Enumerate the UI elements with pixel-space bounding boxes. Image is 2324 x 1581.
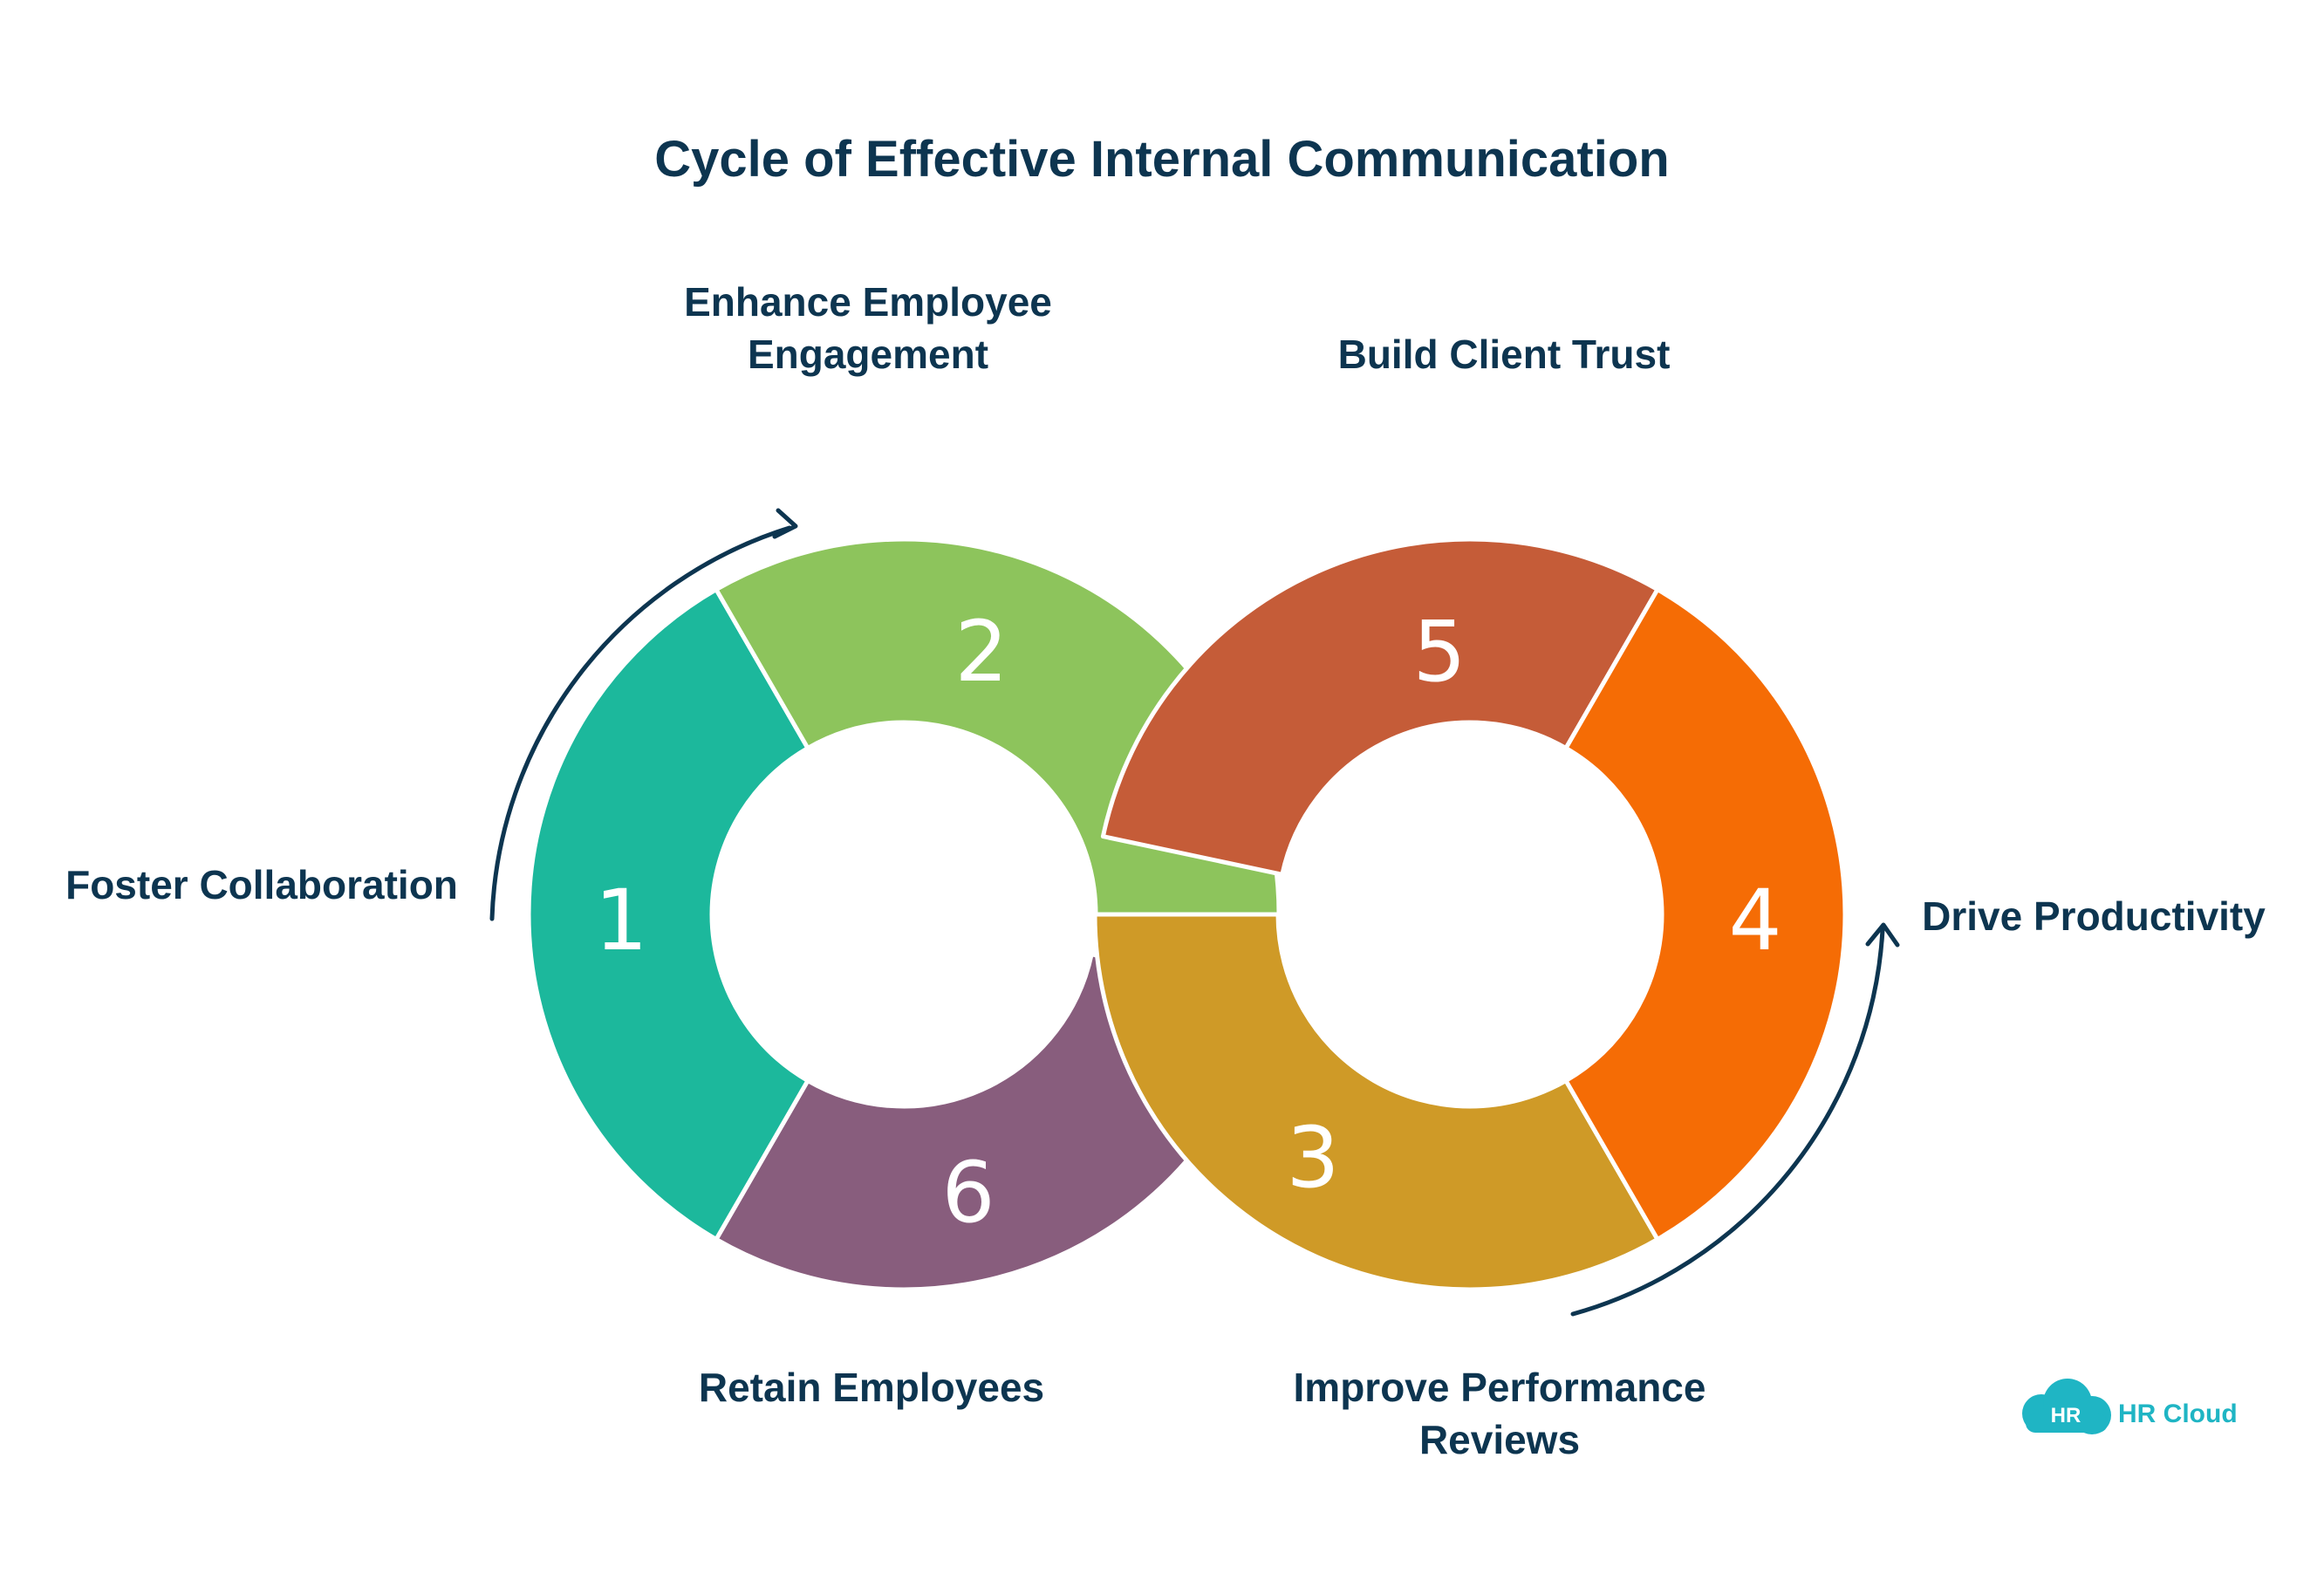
segment-5 [1100, 537, 1660, 877]
step-label-3-line1: Improve Performance [1294, 1365, 1706, 1410]
step-label-2-line1: Enhance Employee [684, 279, 1052, 325]
logo-text: HR Cloud [2118, 1400, 2238, 1428]
step-number-2: 2 [954, 603, 1008, 701]
segment-4 [1563, 587, 1848, 1242]
curved-arrow-icon [1570, 922, 1900, 1317]
segment-1 [526, 587, 810, 1242]
step-number-3: 3 [1286, 1109, 1339, 1207]
step-label-4: Drive Productivity [1922, 893, 2266, 939]
step-number-6: 6 [941, 1144, 995, 1242]
step-label-2-line2: Engagement [748, 332, 988, 377]
step-number-5: 5 [1412, 603, 1466, 701]
curved-arrow-icon [489, 508, 798, 921]
step-label-6: Retain Employees [699, 1365, 1044, 1410]
step-number-1: 1 [594, 872, 647, 969]
step-number-4: 4 [1728, 872, 1781, 969]
step-label-3-line2: Reviews [1419, 1417, 1580, 1462]
step-label-1: Foster Collaboration [65, 862, 458, 907]
arrow-left-arc [489, 525, 792, 921]
cloud-icon [2022, 1379, 2111, 1434]
logo-badge: HR [2051, 1404, 2081, 1427]
arrow-right-arc [1570, 927, 1885, 1317]
arrow-left-head [772, 508, 798, 539]
hr-cloud-logo: HR HR Cloud [2022, 1379, 2238, 1434]
step-label-5: Build Client Trust [1338, 332, 1671, 377]
arrow-right-head [1865, 922, 1900, 948]
diagram-title: Cycle of Effective Internal Communicatio… [654, 131, 1669, 188]
segment-3 [1092, 912, 1660, 1292]
